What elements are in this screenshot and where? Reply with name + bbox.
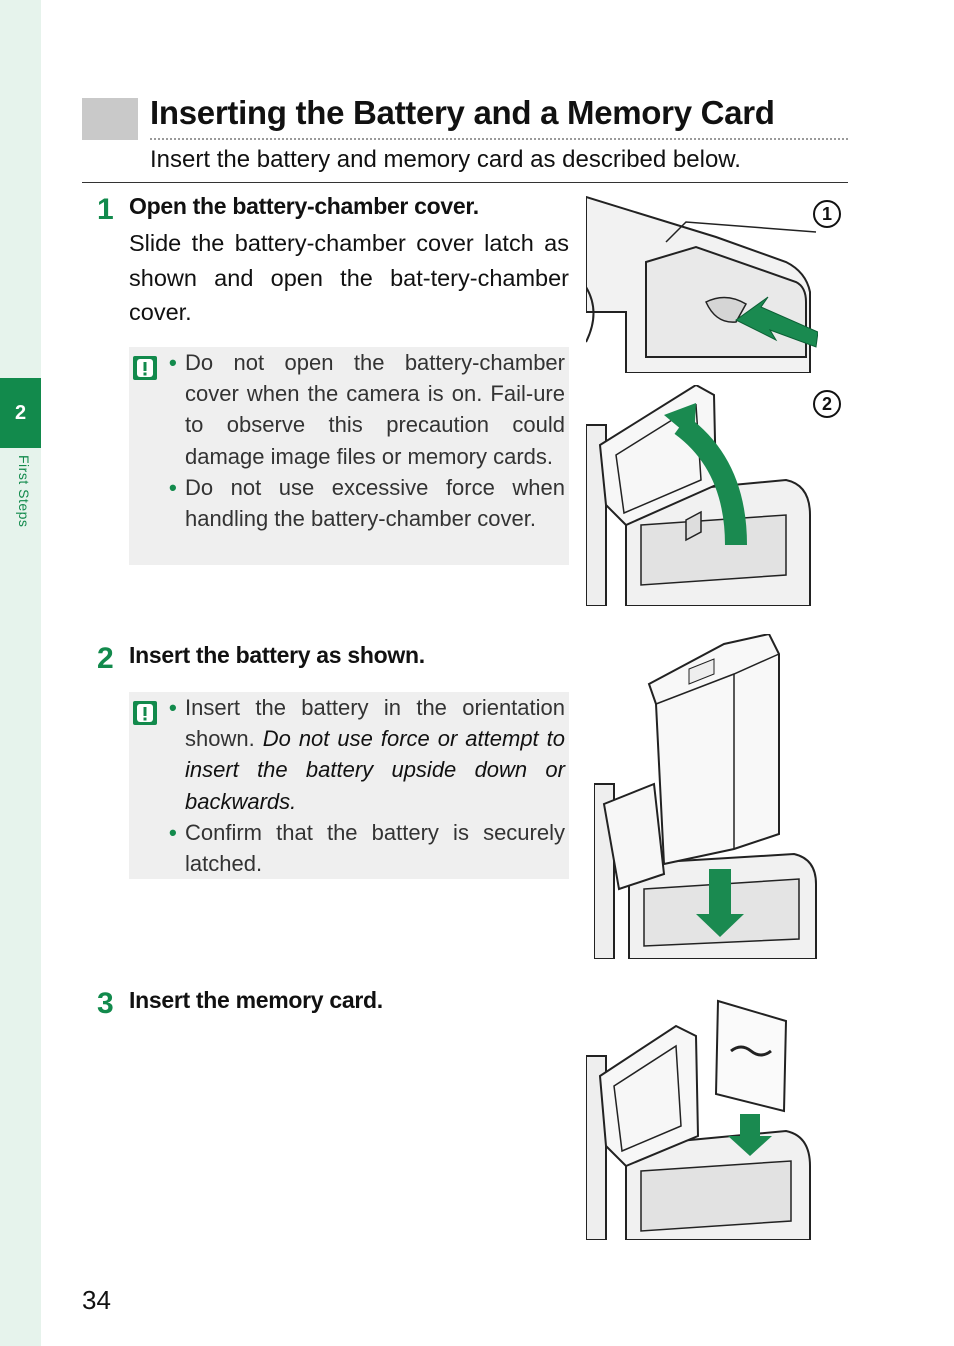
header-rule xyxy=(82,182,848,183)
note-item: Insert the battery in the orientation sh… xyxy=(169,692,565,817)
caution-icon xyxy=(133,701,157,725)
sidebar xyxy=(0,0,41,1346)
note-text: Insert the battery in the orientation sh… xyxy=(185,695,565,752)
note-item: Confirm that the battery is securely lat… xyxy=(169,817,565,879)
note-emphasis: Do not use force or attempt to insert th… xyxy=(185,726,565,814)
caution-note: Do not open the battery-chamber cover wh… xyxy=(129,347,569,565)
note-item: Do not use excessive force when handling… xyxy=(169,472,565,534)
callout-number: 2 xyxy=(813,390,841,418)
step-heading: Open the battery-chamber cover. xyxy=(129,193,479,219)
page-number: 34 xyxy=(82,1285,111,1315)
chapter-label: First Steps xyxy=(16,455,32,528)
title-block xyxy=(82,98,138,140)
page-subtitle: Insert the battery and memory card as de… xyxy=(150,146,741,173)
note-item: Do not open the battery-chamber cover wh… xyxy=(169,347,565,472)
step-heading: Insert the battery as shown. xyxy=(129,642,425,668)
title-divider xyxy=(150,138,848,140)
step-heading: Insert the memory card. xyxy=(129,987,383,1013)
caution-note: Insert the battery in the orientation sh… xyxy=(129,692,569,879)
chapter-tab[interactable]: 2 xyxy=(0,378,41,448)
caution-icon xyxy=(133,356,157,380)
battery-insertion-illustration xyxy=(594,634,820,959)
page-title: Inserting the Battery and a Memory Card xyxy=(150,94,775,131)
battery-cover-open-illustration xyxy=(586,385,818,606)
battery-cover-latch-illustration xyxy=(586,192,818,373)
memory-card-insertion-illustration xyxy=(586,996,818,1240)
step-body: Slide the battery-chamber cover latch as… xyxy=(129,230,569,325)
callout-number: 1 xyxy=(813,200,841,228)
step-number: 3 xyxy=(97,987,114,1020)
step-number: 2 xyxy=(97,642,114,675)
step-number: 1 xyxy=(97,193,114,226)
